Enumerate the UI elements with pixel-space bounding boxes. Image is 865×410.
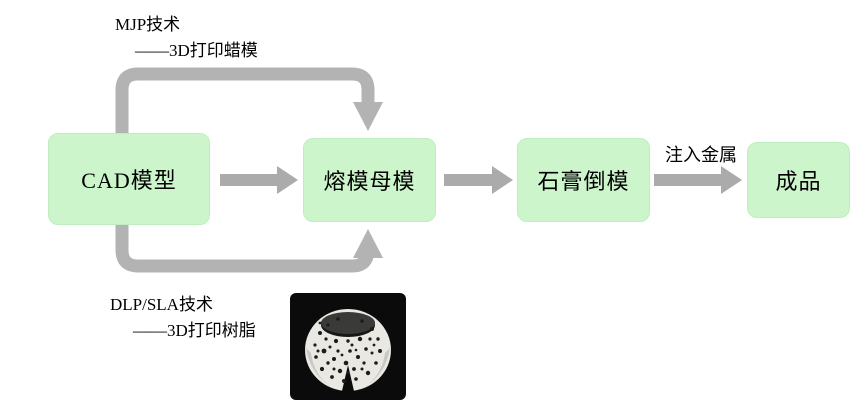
node-final-product: 成品 xyxy=(747,142,850,218)
mjp-wax-print-label: ——3D打印蜡模 xyxy=(135,41,258,60)
bracelet-shape xyxy=(305,309,391,391)
node-master-pattern-label: 熔模母模 xyxy=(323,169,416,194)
mjp-technology-label: MJP技术 xyxy=(115,15,181,34)
node-plaster-mold-label: 石膏倒模 xyxy=(537,169,630,194)
node-plaster-mold: 石膏倒模 xyxy=(517,138,650,222)
dlp-resin-print-label: ——3D打印树脂 xyxy=(133,321,256,340)
dlp-connector xyxy=(115,225,375,273)
node-cad-model: CAD模型 xyxy=(48,133,210,225)
arrow-master-to-plaster xyxy=(444,166,513,194)
mjp-connector-arrowhead xyxy=(353,102,383,131)
inject-metal-label: 注入金属 xyxy=(665,145,737,165)
bracelet-pores xyxy=(313,317,382,383)
mjp-connector xyxy=(115,67,375,133)
dlp-sla-technology-label: DLP/SLA技术 xyxy=(110,295,213,314)
arrow-cad-to-master xyxy=(220,166,298,194)
node-master-pattern: 熔模母模 xyxy=(303,138,436,222)
node-cad-model-label: CAD模型 xyxy=(81,168,177,193)
node-final-product-label: 成品 xyxy=(775,169,822,194)
printed-resin-bracelet-photo xyxy=(290,293,406,400)
arrow-plaster-to-product xyxy=(654,166,742,194)
dlp-connector-arrowhead xyxy=(353,229,383,258)
